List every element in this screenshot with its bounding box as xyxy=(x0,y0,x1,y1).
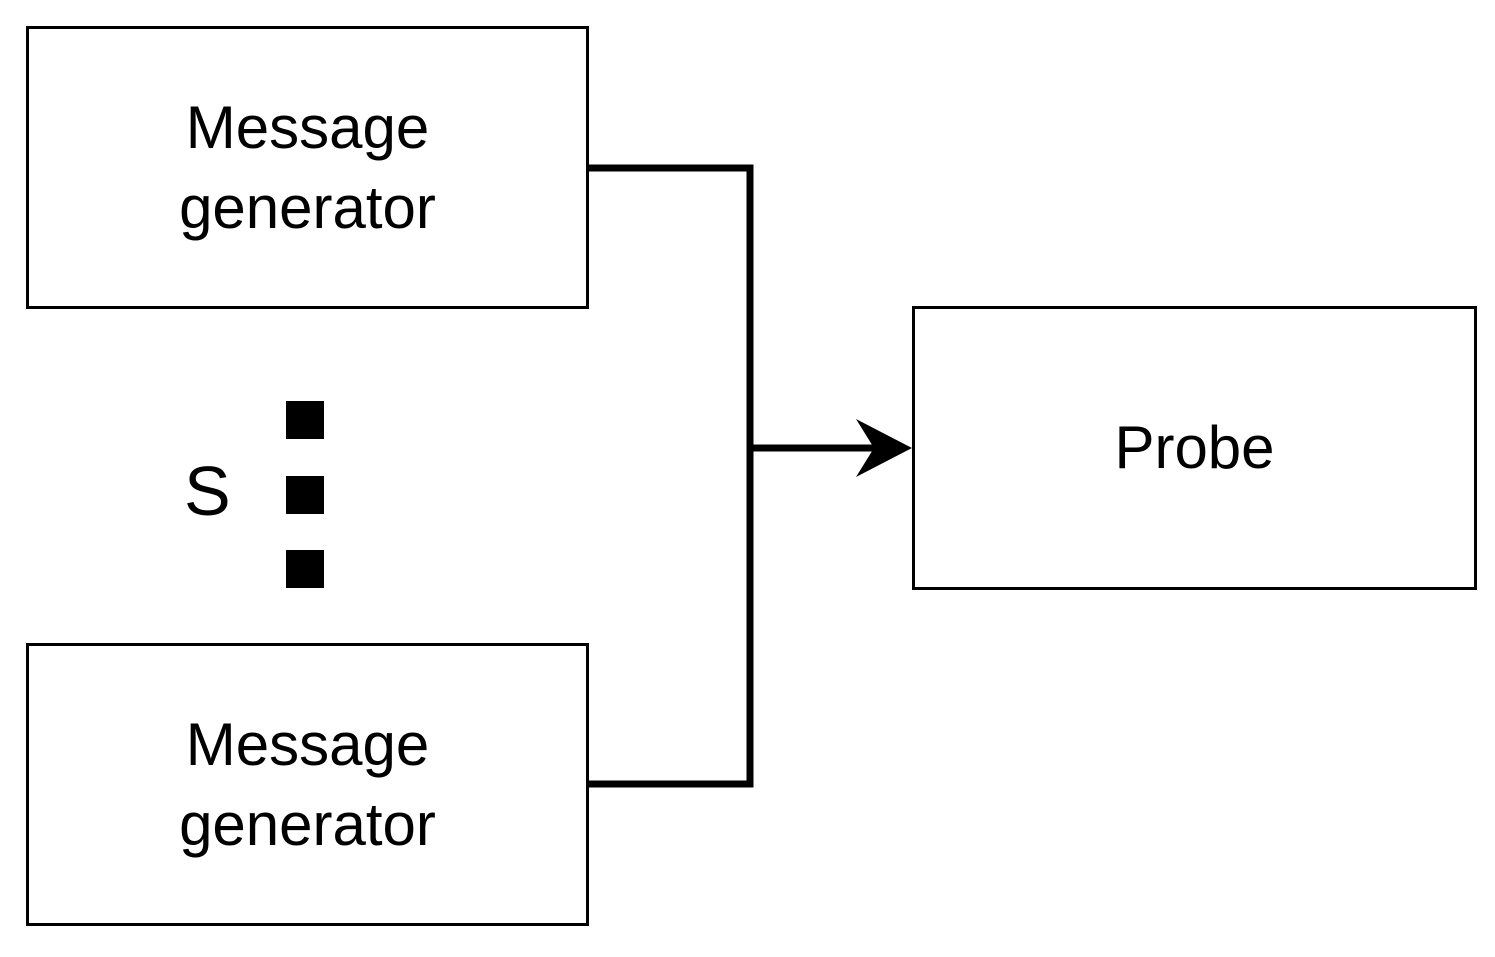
message-generator-top-label: Message generator xyxy=(179,88,436,248)
top-generator-connector xyxy=(589,164,754,448)
message-generator-top-line1: Message xyxy=(185,93,430,161)
message-generator-top-line2: generator xyxy=(179,173,436,241)
message-generator-bottom: Message generator xyxy=(26,643,589,926)
probe-arrow-head xyxy=(856,419,912,477)
message-generator-bottom-line1: Message xyxy=(185,710,430,778)
generator-count-label: S xyxy=(184,452,231,530)
message-generator-bottom-label: Message generator xyxy=(179,705,436,865)
message-generator-bottom-line2: generator xyxy=(179,790,436,858)
probe-label: Probe xyxy=(1114,414,1275,481)
ellipsis-dot xyxy=(286,550,324,588)
message-generator-top: Message generator xyxy=(26,26,589,309)
ellipsis-dot xyxy=(286,476,324,514)
ellipsis-dot xyxy=(286,401,324,439)
bottom-generator-connector xyxy=(589,448,754,788)
probe-box: Probe xyxy=(912,306,1477,590)
